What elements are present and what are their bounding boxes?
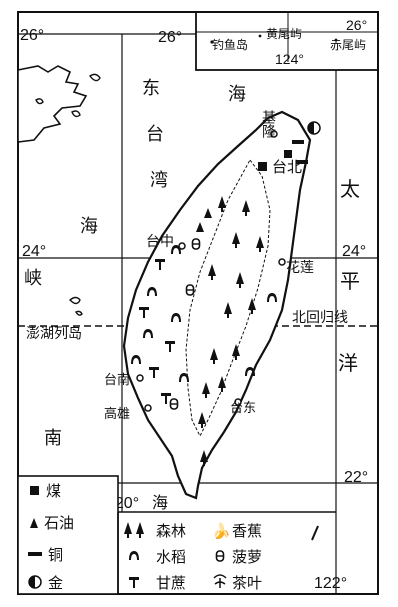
coal-symbol bbox=[284, 150, 292, 158]
legend-banana-label: 香蕉 bbox=[232, 522, 262, 540]
orchid-island-mark bbox=[311, 525, 319, 541]
legend-rice-label: 水稻 bbox=[156, 548, 186, 566]
ocean-label-ping: 平 bbox=[340, 269, 360, 293]
sea-label-hai-north: 海 bbox=[228, 84, 246, 105]
legend-tea-icon bbox=[213, 574, 227, 588]
legend-pineapple-label: 菠萝 bbox=[232, 548, 262, 566]
legend-forest-icon bbox=[124, 522, 132, 538]
legend-forest-label: 森林 bbox=[156, 522, 186, 540]
inset-island-dot bbox=[334, 38, 338, 42]
place-label-keelung: 基隆 bbox=[260, 109, 276, 139]
inset-island-dot bbox=[210, 40, 214, 44]
city-marker-kaohsiung bbox=[144, 404, 152, 412]
legend-pineapple-icon bbox=[215, 550, 225, 562]
place-label-tainan: 台南 bbox=[104, 372, 130, 388]
strait-label-hai: 海 bbox=[80, 216, 98, 237]
tropic-label: 北回归线 bbox=[292, 309, 348, 326]
inset-lat-26-label: 26° bbox=[346, 17, 367, 33]
inset-box bbox=[195, 11, 379, 71]
place-label-penghu: 澎湖列岛 bbox=[26, 326, 82, 342]
lon-122-label: 122° bbox=[314, 575, 347, 592]
penghu-islets bbox=[68, 296, 83, 316]
legend-coal-label: 煤 bbox=[46, 482, 61, 500]
central-range-outline bbox=[185, 159, 271, 438]
legend-gold-icon bbox=[28, 575, 42, 589]
legend-gold-label: 金 bbox=[48, 574, 63, 592]
sea-label-nan: 南 bbox=[44, 428, 62, 449]
legend-box bbox=[17, 475, 119, 595]
legend-copper-label: 铜 bbox=[48, 546, 63, 564]
city-marker-hualien bbox=[278, 258, 286, 266]
lat-26-mid-label: 26° bbox=[158, 29, 182, 46]
legend-sugarcane-icon bbox=[129, 577, 139, 588]
oil-symbol bbox=[204, 208, 212, 218]
city-marker-taichung bbox=[178, 242, 186, 250]
strait-label-xia: 峡 bbox=[24, 268, 42, 289]
legend-sugarcane-label: 甘蔗 bbox=[156, 574, 186, 592]
legend-banana-icon: 🍌 bbox=[212, 522, 231, 540]
ocean-label-tai: 太 bbox=[340, 177, 360, 201]
place-label-kaohsiung: 高雄 bbox=[104, 406, 130, 422]
lat-26-left-label: 26° bbox=[20, 27, 44, 44]
legend-oil-icon bbox=[30, 518, 38, 528]
place-label-hualien: 花莲 bbox=[286, 260, 314, 276]
place-label-taitung: 台东 bbox=[230, 401, 256, 416]
sea-label-wan: 湾 bbox=[150, 170, 168, 191]
place-label-taipei: 台北 bbox=[272, 158, 302, 176]
ocean-label-yang: 洋 bbox=[338, 351, 358, 375]
gold-symbol bbox=[307, 121, 321, 135]
inset-label-diaoyu: 钓鱼岛 bbox=[212, 37, 248, 52]
lat-24-right-label: 24° bbox=[342, 243, 366, 260]
coal-symbol bbox=[258, 162, 267, 171]
mainland-islets bbox=[35, 73, 101, 118]
legend-coal-icon bbox=[30, 486, 39, 495]
inset-label-huangwei: 黄尾屿 bbox=[266, 27, 302, 41]
city-marker-tainan bbox=[136, 374, 144, 382]
legend-copper-icon bbox=[28, 552, 42, 556]
inset-island-dot bbox=[258, 34, 262, 38]
city-marker-taitung bbox=[234, 398, 242, 406]
city-marker-keelung bbox=[270, 130, 278, 138]
sea-label-dong: 东 bbox=[142, 78, 160, 99]
copper-symbol bbox=[292, 140, 304, 144]
sea-label-hai-south: 海 bbox=[152, 493, 168, 512]
copper-symbol bbox=[296, 160, 308, 164]
place-label-taichung: 台中 bbox=[146, 234, 174, 250]
inset-label-chiwei: 赤尾屿 bbox=[330, 38, 366, 52]
legend-oil-label: 石油 bbox=[44, 514, 74, 532]
mainland-coastline bbox=[17, 65, 88, 143]
inset-lon-124-label: 124° bbox=[275, 51, 304, 67]
sea-label-tai: 台 bbox=[146, 124, 164, 145]
lat-22-label: 22° bbox=[344, 469, 368, 486]
oil-symbol bbox=[196, 222, 204, 232]
lat-24-left-label: 24° bbox=[22, 243, 46, 260]
legend-tea-label: 茶叶 bbox=[232, 574, 262, 592]
legend-forest-icon bbox=[136, 522, 144, 538]
legend-rice-icon bbox=[129, 551, 139, 560]
